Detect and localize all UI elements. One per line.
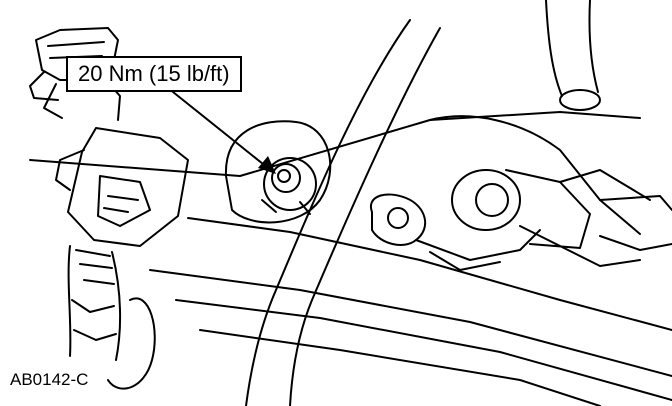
callout-leader-arrow <box>168 88 276 174</box>
engine-housing-rails <box>30 112 672 406</box>
diagonal-hose <box>246 20 440 406</box>
lower-electrical-connector <box>56 128 188 360</box>
lower-bracket <box>108 298 155 388</box>
actuator-cylinder <box>452 170 650 266</box>
upper-tube <box>546 0 600 110</box>
torque-spec-label: 20 Nm (15 lb/ft) <box>66 56 242 92</box>
figure-id: AB0142-C <box>10 370 89 389</box>
pivot-bracket <box>371 194 540 270</box>
mounting-bolt-boss <box>226 121 330 222</box>
